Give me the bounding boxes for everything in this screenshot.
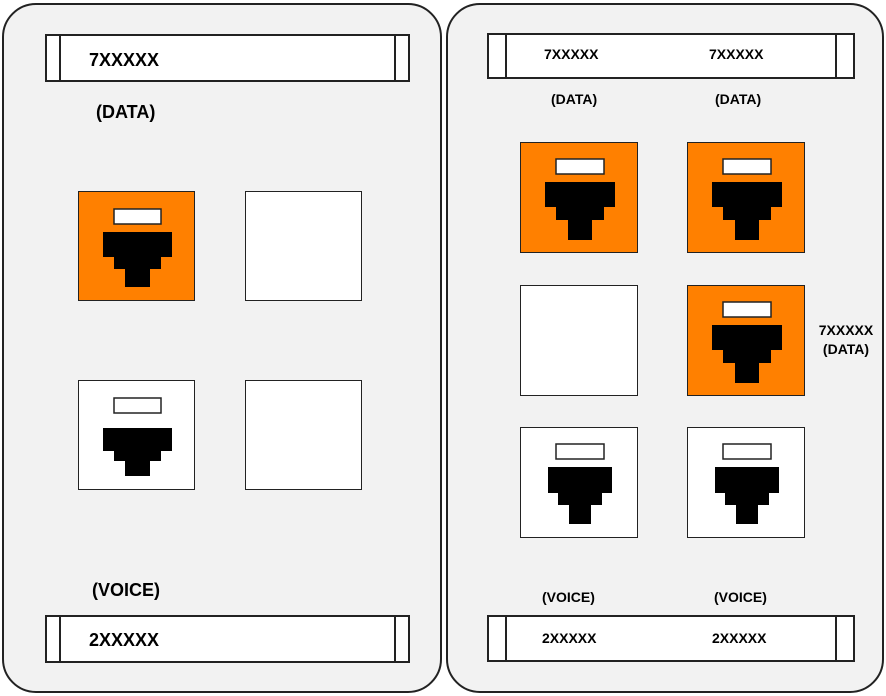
left-voice-jack xyxy=(78,380,195,490)
right-voice-jack-1 xyxy=(520,427,638,538)
right-bottom-label-2: 2XXXXX xyxy=(712,630,767,646)
left-wall-plate xyxy=(2,3,442,693)
left-bottom-label: 2XXXXX xyxy=(89,630,160,650)
right-wall-plate xyxy=(446,3,884,693)
left-top-label-strip xyxy=(45,34,410,82)
right-data-jack-2 xyxy=(687,142,805,253)
right-bottom-label-1: 2XXXXX xyxy=(542,630,597,646)
right-top-label-1: 7XXXXX xyxy=(544,46,599,62)
left-blank-jack-top xyxy=(245,191,362,301)
right-data-caption-1: (DATA) xyxy=(551,91,598,107)
rj45-port-icon xyxy=(715,443,779,524)
right-data-jack-1 xyxy=(520,142,638,253)
right-side-label-caption: (DATA) xyxy=(822,341,870,357)
right-blank-jack xyxy=(520,285,638,396)
right-side-label-number: 7XXXXX xyxy=(818,322,874,338)
right-top-label-strip xyxy=(487,33,855,79)
left-voice-caption: (VOICE) xyxy=(92,580,161,600)
rj45-port-icon xyxy=(548,443,612,524)
right-voice-caption-1: (VOICE) xyxy=(542,589,595,605)
left-blank-jack-bottom xyxy=(245,380,362,490)
left-top-label: 7XXXXX xyxy=(89,50,160,70)
left-bottom-label-strip xyxy=(45,615,410,663)
right-data-jack-3 xyxy=(687,285,805,396)
right-top-label-2: 7XXXXX xyxy=(709,46,764,62)
rj45-port-icon xyxy=(712,158,782,240)
rj45-port-icon xyxy=(103,208,172,287)
right-data-caption-2: (DATA) xyxy=(715,91,762,107)
left-data-caption: (DATA) xyxy=(96,102,156,122)
rj45-port-icon xyxy=(712,301,782,383)
right-voice-caption-2: (VOICE) xyxy=(714,589,767,605)
left-data-jack xyxy=(78,191,195,301)
right-voice-jack-2 xyxy=(687,427,805,538)
rj45-port-icon xyxy=(545,158,615,240)
right-bottom-label-strip xyxy=(487,615,855,662)
right-side-label: 7XXXXX (DATA) xyxy=(808,321,884,359)
rj45-port-icon xyxy=(103,397,172,476)
